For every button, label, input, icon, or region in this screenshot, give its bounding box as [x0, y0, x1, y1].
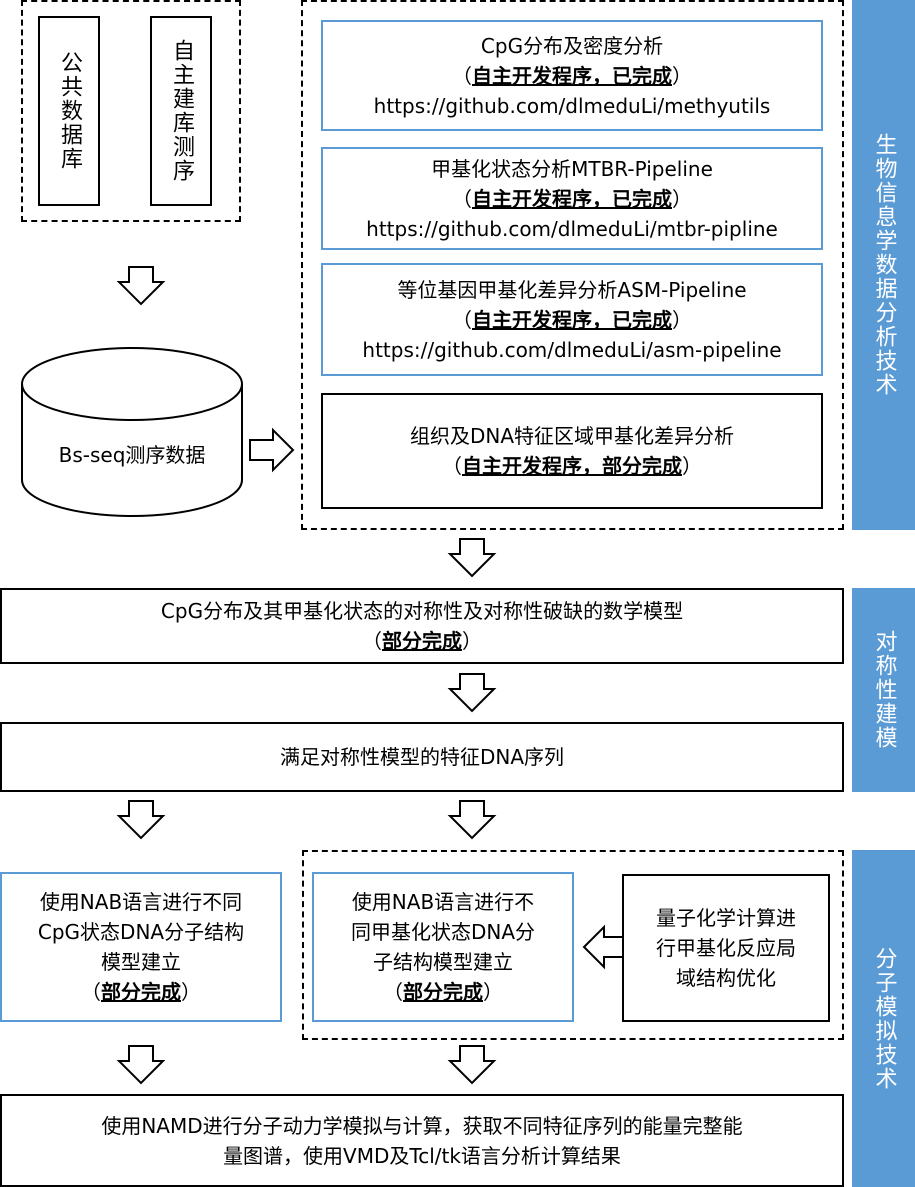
mtbr-pipeline-title: 甲基化状态分析MTBR-Pipeline	[431, 156, 713, 181]
symmetry-model-status-line: （部分完成）	[362, 629, 482, 653]
asm-pipeline-title: 等位基因甲基化差异分析ASM-Pipeline	[397, 277, 747, 302]
symmetry-model-status: 部分完成	[382, 629, 462, 653]
nab-cpg-model-line1: 使用NAB语言进行不同	[39, 890, 243, 914]
mtbr-pipeline-link[interactable]: https://github.com/dlmeduLi/mtbr-pipline	[366, 216, 778, 241]
namd-simulation-box: 使用NAMD进行分子动力学模拟与计算，获取不同特征序列的能量完整能 量图谱，使用…	[0, 1094, 844, 1187]
nab-methyl-model-line3: 子结构模型建立	[373, 950, 513, 974]
feature-dna-title: 满足对称性模型的特征DNA序列	[279, 745, 565, 769]
nab-cpg-model-status: 部分完成	[101, 980, 181, 1004]
nab-methyl-model-line1: 使用NAB语言进行不	[351, 890, 535, 914]
quantum-chemistry-box: 量子化学计算进 行甲基化反应局 域结构优化	[622, 874, 830, 1022]
namd-simulation-line1: 使用NAMD进行分子动力学模拟与计算，获取不同特征序列的能量完整能	[101, 1113, 743, 1138]
arrow-down-icon	[116, 1045, 166, 1085]
self-sequencing-box: 自主建库测序	[150, 16, 212, 206]
data-source-group	[21, 0, 241, 222]
nab-cpg-model-box: 使用NAB语言进行不同 CpG状态DNA分子结构 模型建立 （部分完成）	[0, 872, 282, 1022]
arrow-left-icon	[582, 924, 624, 970]
tissue-dna-methylation-status: 自主开发程序，部分完成	[462, 454, 682, 478]
self-sequencing-label: 自主建库测序	[169, 39, 194, 183]
cpg-distribution-box: CpG分布及密度分析 （自主开发程序，已完成） https://github.c…	[321, 20, 823, 131]
cpg-distribution-title: CpG分布及密度分析	[480, 33, 664, 58]
bioinfo-side-label: 生物信息学数据分析技术	[852, 0, 915, 530]
symmetry-model-title: CpG分布及其甲基化状态的对称性及对称性破缺的数学模型	[160, 599, 684, 623]
tissue-dna-methylation-title: 组织及DNA特征区域甲基化差异分析	[409, 424, 735, 448]
nab-methyl-model-status: 部分完成	[403, 980, 483, 1004]
molecular-side-label: 分子模拟技术	[852, 850, 915, 1187]
mtbr-pipeline-status: 自主开发程序，已完成	[472, 186, 672, 211]
quantum-chemistry-line1: 量子化学计算进	[656, 906, 796, 930]
methyutils-link[interactable]: https://github.com/dlmeduLi/methyutils	[373, 93, 771, 118]
nab-methyl-model-status-line: （部分完成）	[383, 980, 503, 1004]
public-database-label: 公共数据库	[57, 51, 82, 171]
cpg-distribution-status: 自主开发程序，已完成	[472, 63, 672, 88]
tissue-dna-methylation-status-line: （自主开发程序，部分完成）	[442, 454, 702, 478]
arrow-down-icon	[116, 800, 166, 840]
public-database-box: 公共数据库	[38, 16, 100, 206]
nab-methyl-model-line2: 同甲基化状态DNA分	[350, 920, 536, 944]
mtbr-pipeline-status-line: （自主开发程序，已完成）	[452, 186, 692, 211]
bioinfo-analysis-group	[301, 0, 844, 530]
asm-pipeline-status: 自主开发程序，已完成	[472, 307, 672, 332]
arrow-down-icon	[447, 538, 497, 578]
arrow-down-icon	[447, 673, 497, 713]
tissue-dna-methylation-box: 组织及DNA特征区域甲基化差异分析 （自主开发程序，部分完成）	[321, 393, 823, 509]
arrow-down-icon	[447, 1045, 497, 1085]
bsseq-label: Bs-seq测序数据	[58, 443, 206, 467]
nab-cpg-model-line3: 模型建立	[101, 950, 181, 974]
asm-pipeline-box: 等位基因甲基化差异分析ASM-Pipeline （自主开发程序，已完成） htt…	[321, 263, 823, 376]
database-cylinder-icon	[21, 347, 243, 517]
symmetry-side-label: 对称性建模	[852, 588, 915, 792]
namd-simulation-line2: 量图谱，使用VMD及Tcl/tk语言分析计算结果	[223, 1143, 621, 1168]
nab-cpg-model-line2: CpG状态DNA分子结构	[37, 920, 245, 944]
symmetry-model-box: CpG分布及其甲基化状态的对称性及对称性破缺的数学模型 （部分完成）	[0, 588, 844, 664]
cpg-distribution-status-line: （自主开发程序，已完成）	[452, 63, 692, 88]
nab-methyl-model-box: 使用NAB语言进行不 同甲基化状态DNA分 子结构模型建立 （部分完成）	[312, 872, 574, 1022]
feature-dna-box: 满足对称性模型的特征DNA序列	[0, 722, 844, 792]
molecular-modeling-group	[302, 850, 844, 1040]
arrow-down-icon	[116, 266, 166, 306]
quantum-chemistry-line3: 域结构优化	[676, 966, 776, 990]
asm-pipeline-link[interactable]: https://github.com/dlmeduLi/asm-pipeline	[362, 337, 782, 362]
quantum-chemistry-line2: 行甲基化反应局	[656, 936, 796, 960]
arrow-down-icon	[447, 800, 497, 840]
asm-pipeline-status-line: （自主开发程序，已完成）	[452, 307, 692, 332]
nab-cpg-model-status-line: （部分完成）	[81, 980, 201, 1004]
arrow-right-icon	[249, 427, 295, 473]
mtbr-pipeline-box: 甲基化状态分析MTBR-Pipeline （自主开发程序，已完成） https:…	[321, 147, 823, 250]
